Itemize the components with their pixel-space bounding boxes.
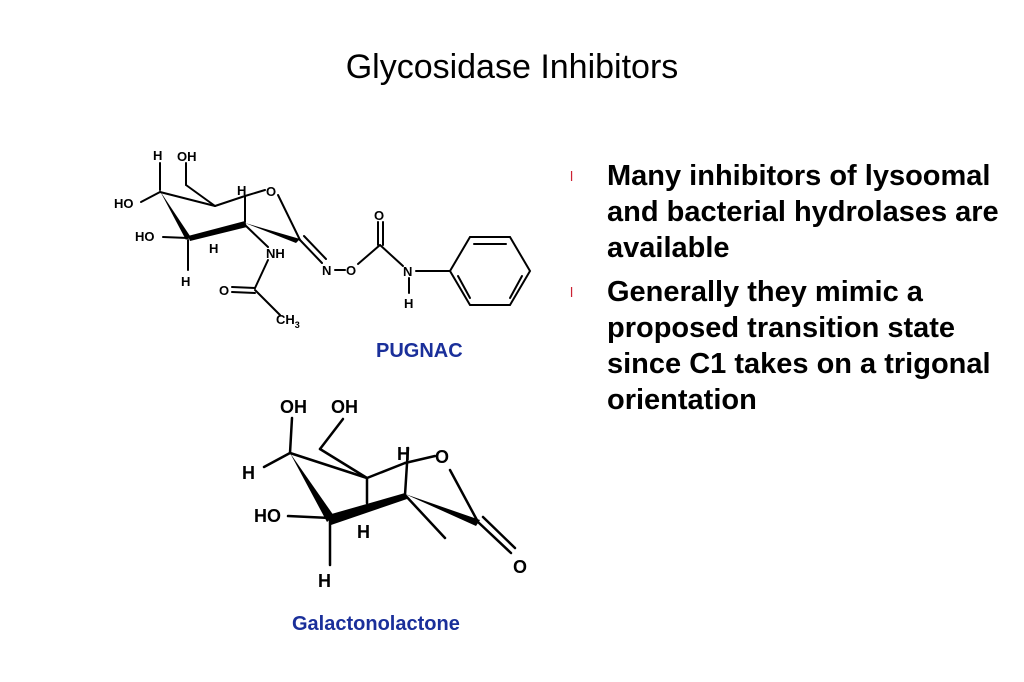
galacto-o-ring: O [435,447,449,467]
pugnac-ho-lower: HO [135,229,155,244]
pugnac-h-top: H [153,148,162,163]
pugnac-n-amide: N [403,264,412,279]
bullet-marker: l [570,168,574,184]
pugnac-ch3: CH3 [276,312,300,330]
pugnac-o-ring: O [266,184,276,199]
slide-title: Glycosidase Inhibitors [345,48,679,86]
bullet-marker: l [570,284,574,300]
pugnac-o-carbonyl: O [219,283,229,298]
bullet-item: l Generally they mimic a proposed transi… [570,274,1010,418]
galactonolactone-caption: Galactonolactone [292,613,460,635]
pugnac-h-c5: H [237,183,246,198]
pugnac-ho-upper: HO [114,196,134,211]
pugnac-o-oxime: O [346,263,356,278]
bullet-list: l Many inhibitors of lysoomal and bacter… [570,158,1010,426]
galacto-h-bottom: H [318,571,331,591]
galacto-o-carbonyl: O [513,557,527,577]
pugnac-h-bottom: H [181,274,190,289]
galacto-h-left: H [242,463,255,483]
pugnac-h-amide: H [404,296,413,311]
pugnac-n-oxime: N [322,263,331,278]
pugnac-ch3-subscript: 3 [295,320,300,330]
bullet-item: l Many inhibitors of lysoomal and bacter… [570,158,1010,266]
bullet-text: Generally they mimic a proposed transiti… [607,276,991,416]
bullet-text: Many inhibitors of lysoomal and bacteria… [607,160,999,264]
pugnac-caption: PUGNAC [376,340,463,362]
pugnac-o-carbamate: O [374,208,384,223]
pugnac-h-c3: H [209,241,218,256]
pugnac-oh-top: OH [177,149,197,164]
galacto-oh-2: OH [331,397,358,417]
pugnac-structure: H OH HO H O HO H NH H O CH3 N O O N H [114,148,532,330]
galacto-h-mid: H [357,522,370,542]
galacto-h-right: H [397,444,410,464]
pugnac-ch3-main: CH [276,312,295,327]
pugnac-nh: NH [266,246,285,261]
galacto-oh-1: OH [280,397,307,417]
galacto-ho: HO [254,506,281,526]
galactonolactone-structure: OH OH H H O HO H H O [242,397,527,591]
